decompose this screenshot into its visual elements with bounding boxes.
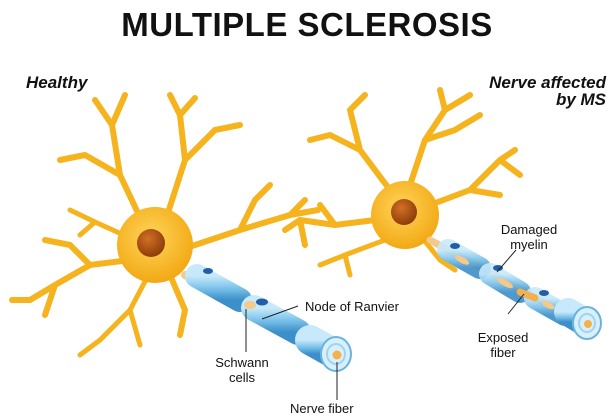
- affected-myelin-end: [568, 307, 601, 339]
- affected-nucleus: [391, 199, 417, 225]
- nerve-fiber-core: [333, 351, 342, 360]
- callout-schwann-line1: Schwann: [205, 355, 279, 370]
- schwann-nucleus-1: [203, 268, 213, 274]
- healthy-myelin-end: [310, 337, 351, 371]
- damaged-myelin-segment: [490, 265, 520, 292]
- healthy-nucleus: [137, 229, 165, 257]
- callout-exposed-line2: fiber: [466, 345, 540, 360]
- callout-damaged-myelin: Damaged myelin: [492, 222, 566, 252]
- affected-axon: [430, 240, 601, 339]
- callout-schwann-cells: Schwann cells: [205, 355, 279, 385]
- callout-damaged-line2: myelin: [492, 237, 566, 252]
- callout-nerve-fiber: Nerve fiber: [290, 401, 354, 416]
- callout-exposed-line1: Exposed: [466, 330, 540, 345]
- healthy-myelin-segment: [197, 268, 240, 300]
- healthy-myelin-segment: [254, 299, 298, 333]
- damaged-myelin-segment: [448, 243, 480, 268]
- healthy-neuron: [12, 95, 351, 400]
- schwann-nucleus-2: [256, 299, 268, 306]
- callout-damaged-line1: Damaged: [492, 222, 566, 237]
- node-of-ranvier: [244, 301, 256, 309]
- callout-exposed-fiber: Exposed fiber: [466, 330, 540, 360]
- callout-node-of-ranvier: Node of Ranvier: [305, 299, 399, 314]
- callout-schwann-line2: cells: [205, 370, 279, 385]
